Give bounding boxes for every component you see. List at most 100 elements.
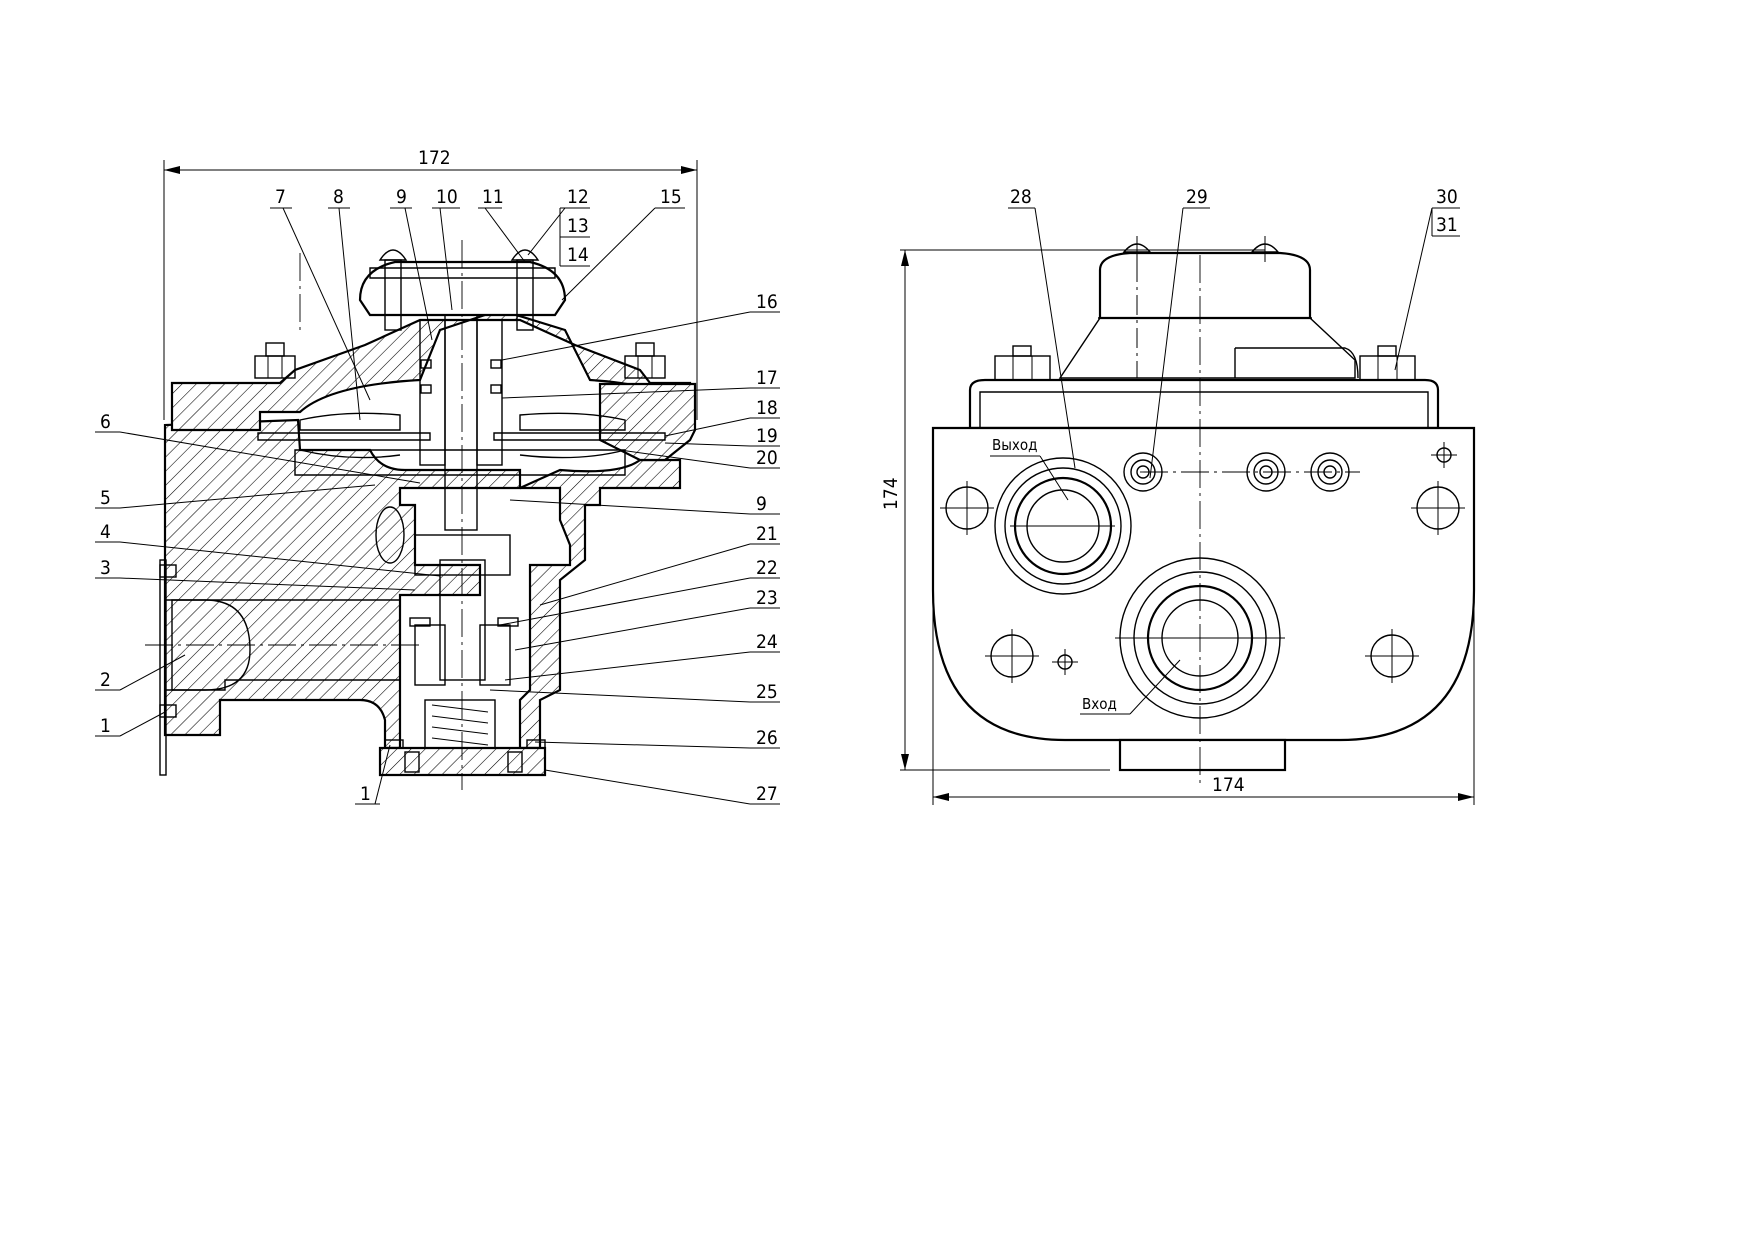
valve-plunger [439, 559, 486, 681]
callout-14: 14 [567, 244, 589, 266]
front-bolt-right [1359, 345, 1416, 381]
diaphragm-right [493, 432, 666, 441]
callout-1-left: 1 [100, 715, 111, 737]
callout-16: 16 [756, 291, 778, 313]
valve-seat-housing [414, 534, 511, 576]
housing-bolt-right [624, 342, 666, 379]
plug-seal [384, 739, 404, 749]
callout-21: 21 [756, 523, 778, 545]
callout-26: 26 [756, 727, 778, 749]
mount-hole [1365, 629, 1419, 683]
front-callouts: 28 29 30 31 [1008, 186, 1460, 479]
callout-20: 20 [756, 447, 778, 469]
inlet-channel [164, 599, 401, 691]
callout-18: 18 [756, 397, 778, 419]
lower-plate-lines [299, 449, 626, 459]
callout-5: 5 [100, 487, 111, 509]
front-cover-plate [968, 378, 1440, 430]
callout-3: 3 [100, 557, 111, 579]
height-dimension-value: 174 [880, 477, 902, 510]
side-port-oval [375, 506, 405, 564]
seal-ring [420, 384, 432, 394]
plug-hole [404, 751, 420, 773]
outlet-port [994, 457, 1132, 595]
callouts-right: 16 17 18 19 20 9 21 22 23 24 25 26 27 [489, 291, 780, 805]
pin-hole [1431, 442, 1457, 468]
callout-30: 30 [1436, 186, 1458, 208]
seal-gasket-top [159, 564, 177, 578]
seal-ring [490, 384, 502, 394]
front-view: 174 174 [880, 186, 1476, 805]
callouts-left: 6 5 4 3 2 1 [95, 411, 441, 737]
stem-sleeve-left [419, 319, 446, 466]
diaphragm-plate-left [299, 412, 401, 431]
front-bottom-boss [1118, 738, 1287, 772]
callout-19: 19 [756, 425, 778, 447]
callout-10: 10 [436, 186, 458, 208]
callout-31: 31 [1436, 214, 1458, 236]
callout-24: 24 [756, 631, 778, 653]
mount-hole [1411, 481, 1465, 535]
callout-2: 2 [100, 669, 111, 691]
front-bolt-left [994, 345, 1051, 381]
callout-9-right: 9 [756, 493, 767, 515]
valve-body-section-right [518, 458, 682, 750]
height-dimension-174: 174 [880, 249, 1265, 771]
seat-right [479, 624, 511, 686]
inlet-label: Вход [1082, 695, 1117, 713]
lower-cavity [294, 449, 626, 476]
top-cap [358, 260, 567, 317]
bottom-plug [378, 746, 547, 777]
width-dimension-174-bottom: 174 [932, 600, 1475, 805]
pin-hole [1052, 649, 1078, 675]
seal-ring [490, 359, 502, 369]
callout-29: 29 [1186, 186, 1208, 208]
callout-23: 23 [756, 587, 778, 609]
bottom-width-value: 174 [1212, 774, 1245, 796]
cap-screw-right [510, 249, 540, 331]
callout-13: 13 [567, 215, 589, 237]
callout-bottom: 1 [355, 744, 391, 805]
stem-sleeve-right [476, 319, 503, 466]
diaphragm-plate-right [519, 412, 626, 431]
diaphragm-left [257, 432, 431, 441]
mount-hole [985, 629, 1039, 683]
sectional-view: 172 [95, 147, 780, 805]
outlet-label: Выход [992, 436, 1037, 454]
filter-mesh [171, 599, 251, 691]
callout-15: 15 [660, 186, 682, 208]
cap-screw-left [378, 249, 408, 331]
callout-9-top: 9 [396, 186, 407, 208]
width-dimension-value: 172 [418, 147, 451, 169]
callout-7: 7 [275, 186, 286, 208]
mount-hole [940, 481, 994, 535]
seal-ring [420, 359, 432, 369]
housing-bolt-left [254, 342, 296, 379]
valve-body-section [163, 418, 522, 750]
front-cap-screw-left [1122, 236, 1152, 262]
callout-27: 27 [756, 783, 778, 805]
cap-hatched-rim [369, 267, 556, 279]
callout-4: 4 [100, 521, 111, 543]
front-cap-screw-right [1250, 236, 1280, 262]
front-cover-slope [1058, 317, 1356, 379]
callout-6: 6 [100, 411, 111, 433]
width-dimension-172: 172 [163, 147, 698, 420]
callout-22: 22 [756, 557, 778, 579]
callout-25: 25 [756, 681, 778, 703]
seat-seal [409, 617, 431, 627]
callouts-top: 7 8 9 10 11 12 13 14 15 [270, 186, 685, 421]
front-top-cap [1098, 251, 1312, 320]
central-stem [444, 304, 478, 531]
upper-housing [170, 308, 692, 432]
right-flange [598, 382, 697, 462]
callout-17: 17 [756, 367, 778, 389]
cover-step [1234, 347, 1359, 379]
callout-8: 8 [333, 186, 344, 208]
front-body [931, 426, 1476, 742]
inlet-label-group: Вход [1080, 659, 1181, 715]
callout-12: 12 [567, 186, 589, 208]
outlet-label-group: Выход [990, 436, 1069, 501]
callout-28: 28 [1010, 186, 1032, 208]
